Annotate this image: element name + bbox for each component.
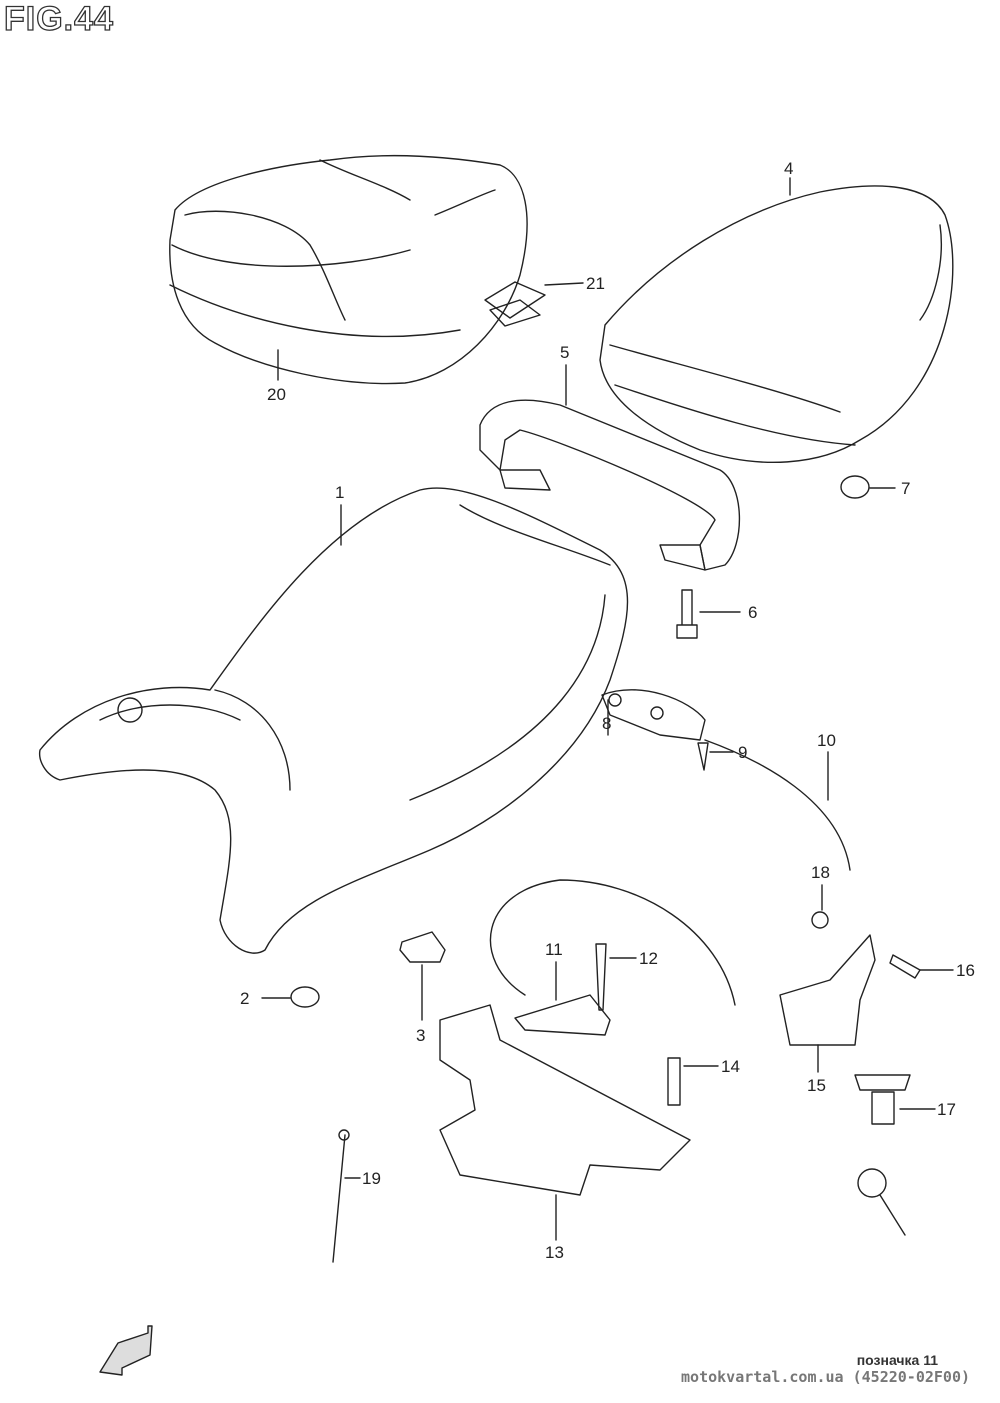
callout-10: 10 [817,731,836,750]
part-20-pillion-seat [169,155,541,385]
callout-5: 5 [560,343,569,362]
part-19-rod [332,1129,350,1263]
part-11-bracket [489,879,736,1036]
callout-17: 17 [937,1100,956,1119]
part-5-seat-bracket [479,399,741,571]
part-18-washer [811,911,829,929]
callout-16: 16 [956,961,975,980]
callout-14: 14 [721,1057,740,1076]
part-17-lock-set [854,1074,911,1236]
callout-15: 15 [807,1076,826,1095]
part-2-grommet [290,986,320,1008]
callout-2: 2 [240,989,249,1008]
callout-4: 4 [784,159,793,178]
part-12-screw [595,943,607,1011]
footer-label: позначка 11 [856,1352,938,1368]
callout-11: 11 [545,940,563,959]
figure-title: FIG.44 [3,0,114,39]
callout-3: 3 [416,1026,425,1045]
part-15-lock-housing [779,934,876,1046]
part-7-cushion [840,475,870,499]
callout-1: 1 [335,483,344,502]
callout-7: 7 [901,479,910,498]
callout-19: 19 [362,1169,381,1188]
footer-source: motokvartal.com.ua (45220-02F00) [681,1368,970,1386]
callout-13: 13 [545,1243,564,1262]
part-1-main-seat [38,487,629,954]
part-9-screw [697,742,709,771]
part-13-tray [439,1004,691,1196]
callout-21: 21 [586,274,605,293]
callout-18: 18 [811,863,830,882]
leader-lines [261,177,954,1241]
part-10-cable [704,739,851,871]
part-6-bolt [676,589,698,639]
part-8-holder [601,689,706,741]
callout-12: 12 [639,949,658,968]
part-16-bolt [889,954,921,979]
part-21-label [484,281,546,319]
part-4-seat-cowl [599,185,954,464]
part-3-clip [399,931,446,963]
callout-9: 9 [738,743,747,762]
part-14-bolt [667,1057,681,1106]
callout-8: 8 [602,714,611,733]
front-arrow-logo [99,1325,153,1376]
callout-20: 20 [267,385,286,404]
callout-6: 6 [748,603,757,622]
